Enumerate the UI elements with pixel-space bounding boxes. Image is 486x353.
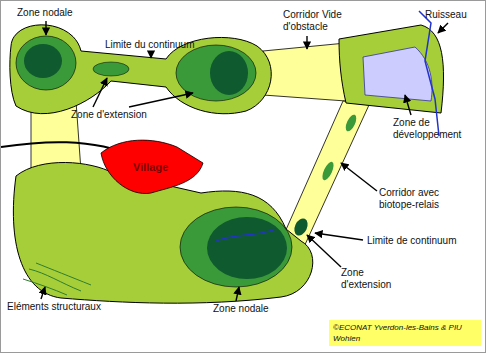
village-area: Village [131,159,170,175]
copyright-note: ©ECONAT Yverdon-les-Bains & PIU Wohlen [333,322,479,344]
boundary-label: Limite de continuum [367,235,457,247]
structure-label: Eléments structuraux [7,301,101,313]
area-label: Zone de développement [393,117,477,141]
corridor-label: Corridor avec biotope-relais [379,187,457,211]
boundary-label: Limite du continuum [105,39,195,51]
area-label: Zone nodale [213,303,269,315]
area-label: Zone nodale [17,7,73,19]
corridor-label: Corridor Vide d'obstacle [283,9,345,33]
area-label: Zone d'extension [341,267,401,291]
stream-label: Ruisseau [425,9,467,21]
area-label: Zone d'extension [71,109,147,121]
village-name: Village [133,161,168,173]
